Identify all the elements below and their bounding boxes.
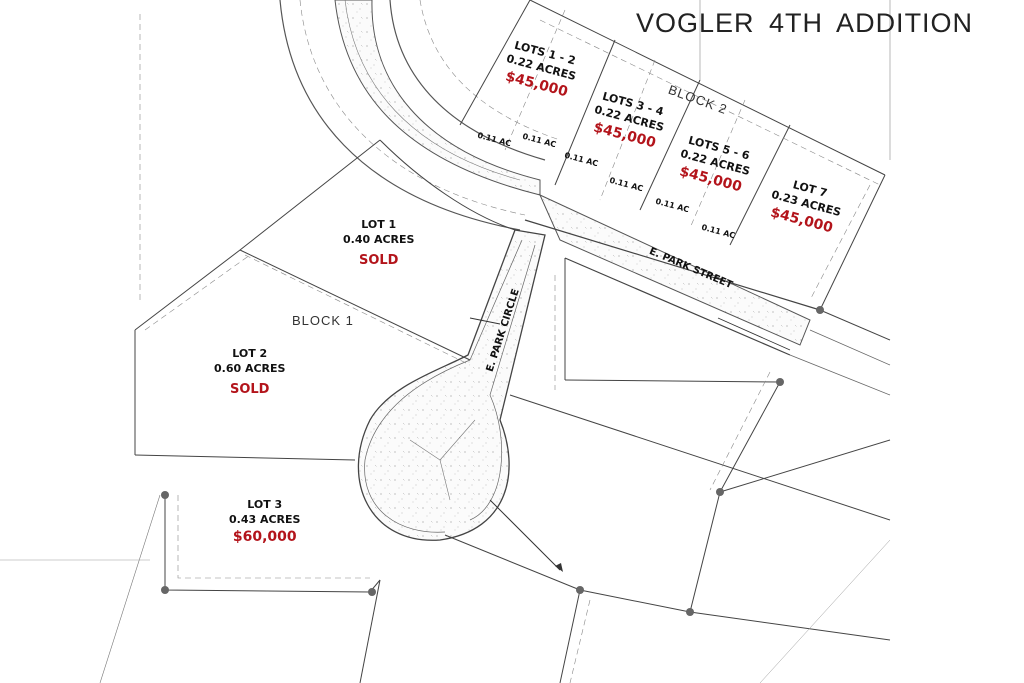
lot-name: LOT 1 [361, 218, 397, 231]
lot-1-label: LOT 1 0.40 ACRES SOLD [343, 217, 414, 268]
park-street-road [539, 193, 811, 346]
lot-acres: 0.40 ACRES [343, 233, 415, 246]
survey-markers [161, 306, 824, 616]
lot-name: LOT 3 [247, 498, 283, 511]
lot-name: LOT 2 [232, 347, 268, 360]
block-2-lot-lines [459, 0, 886, 311]
block-1-lot-lines [134, 139, 516, 593]
lot-3-label: LOT 3 0.43 ACRES $60,000 [229, 497, 300, 545]
lot-price: $60,000 [232, 529, 297, 545]
curved-road [334, 0, 541, 196]
park-circle-road [357, 229, 546, 541]
lot-2-label: LOT 2 0.60 ACRES SOLD [214, 346, 285, 397]
map-title: VOGLER 4TH ADDITION [636, 8, 974, 38]
block-1-label: BLOCK 1 [292, 313, 354, 328]
lot-acres: 0.60 ACRES [214, 362, 286, 375]
lot-acres: 0.43 ACRES [229, 513, 301, 526]
lot-status: SOLD [229, 382, 270, 397]
lot-status: SOLD [358, 253, 399, 268]
